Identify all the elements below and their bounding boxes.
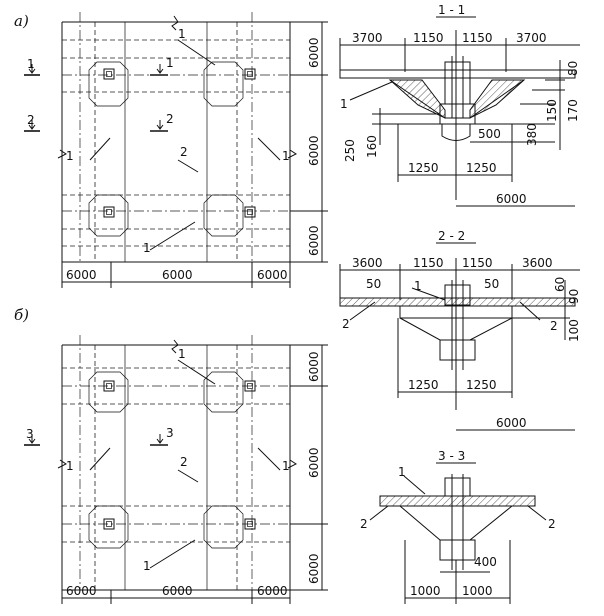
dim-bottom-b-3: 6000 <box>257 584 288 598</box>
s1-dim-left-250: 250 <box>343 139 357 162</box>
s3-callout-2-left: 2 <box>360 517 368 531</box>
dim-right-b-3: 6000 <box>307 553 321 584</box>
s1-dim-bottom-1: 1250 <box>408 161 439 175</box>
s3-callout-2-right: 2 <box>548 517 556 531</box>
section-2-2: 2 - 2 3600 1150 1150 3600 50 50 60 90 10… <box>339 229 581 431</box>
section-mark-3-left: 3 <box>26 427 34 441</box>
s1-dim-span: 6000 <box>496 192 527 206</box>
dim-bottom-b-1: 6000 <box>66 584 97 598</box>
s2-dim-50-left: 50 <box>366 277 381 291</box>
s2-dim-span: 6000 <box>496 416 527 430</box>
s1-dim-right-170: 170 <box>566 99 580 122</box>
s2-dim-100: 100 <box>567 319 581 342</box>
section-3-title: 3 - 3 <box>438 449 465 463</box>
dim-bottom-a-1: 6000 <box>66 268 97 282</box>
s2-dim-50-right: 50 <box>484 277 499 291</box>
plan-b: б) 1 1 1 1 2 <box>14 306 328 604</box>
b-callout-2: 2 <box>180 455 188 469</box>
callout-2: 2 <box>180 145 188 159</box>
callout-1-right: 1 <box>282 149 290 163</box>
dim-bottom-b-2: 6000 <box>162 584 193 598</box>
section-2-title: 2 - 2 <box>438 229 465 243</box>
s1-dim-top-4: 3700 <box>516 31 547 45</box>
b-callout-1-right: 1 <box>282 459 290 473</box>
s1-dim-right-380: 380 <box>525 123 539 146</box>
section-3-3: 3 - 3 1 2 2 400 1000 1000 <box>360 449 556 604</box>
s2-callout-2-left: 2 <box>342 317 350 331</box>
s1-dim-top-2: 1150 <box>413 31 444 45</box>
section-mark-2-left: 2 <box>27 113 35 127</box>
s3-callout-1: 1 <box>398 465 406 479</box>
s1-dim-top-1: 3700 <box>352 31 383 45</box>
dim-bottom-a-2: 6000 <box>162 268 193 282</box>
s2-dim-top-1: 3600 <box>352 256 383 270</box>
section-mark-3-center: 3 <box>166 426 174 440</box>
s2-dim-top-4: 3600 <box>522 256 553 270</box>
s3-dim-400: 400 <box>474 555 497 569</box>
s3-dim-bottom-2: 1000 <box>462 584 493 598</box>
dim-bottom-a-3: 6000 <box>257 268 288 282</box>
b-callout-1-left: 1 <box>66 459 74 473</box>
dim-right-b-1: 6000 <box>307 351 321 382</box>
s2-dim-bottom-1: 1250 <box>408 378 439 392</box>
callout-1-bottom: 1 <box>143 241 151 255</box>
s1-dim-500: 500 <box>478 127 501 141</box>
s2-dim-bottom-2: 1250 <box>466 378 497 392</box>
b-callout-1-top: 1 <box>178 347 186 361</box>
s2-dim-60: 60 <box>553 277 567 292</box>
s2-dim-top-3: 1150 <box>462 256 493 270</box>
callout-1-top: 1 <box>178 27 186 41</box>
part-b-label: б) <box>14 306 29 324</box>
s2-callout-2-right: 2 <box>550 319 558 333</box>
dim-right-a-3: 6000 <box>307 225 321 256</box>
s1-dim-right-150: 150 <box>545 99 559 122</box>
part-a-label: а) <box>14 12 29 30</box>
s2-dim-top-2: 1150 <box>413 256 444 270</box>
section-mark-2-center: 2 <box>166 112 174 126</box>
s1-dim-right-80: 80 <box>566 61 580 76</box>
section-1-1: 1 - 1 3700 1150 1150 3700 80 170 150 380… <box>339 3 580 207</box>
callout-1-left: 1 <box>66 149 74 163</box>
s1-dim-bottom-2: 1250 <box>466 161 497 175</box>
s1-callout-1: 1 <box>340 97 348 111</box>
dim-right-a-2: 6000 <box>307 135 321 166</box>
s1-dim-left-160: 160 <box>365 135 379 158</box>
s2-callout-1: 1 <box>414 279 422 293</box>
dim-right-a-1: 6000 <box>307 37 321 68</box>
s3-dim-bottom-1: 1000 <box>410 584 441 598</box>
s1-dim-top-3: 1150 <box>462 31 493 45</box>
dim-right-b-2: 6000 <box>307 447 321 478</box>
section-mark-1-center: 1 <box>166 56 174 70</box>
plan-a: а) <box>14 12 328 288</box>
b-callout-1-bottom: 1 <box>143 559 151 573</box>
section-1-title: 1 - 1 <box>438 3 465 17</box>
s2-dim-90: 90 <box>567 289 581 304</box>
section-mark-1-left: 1 <box>27 57 35 71</box>
